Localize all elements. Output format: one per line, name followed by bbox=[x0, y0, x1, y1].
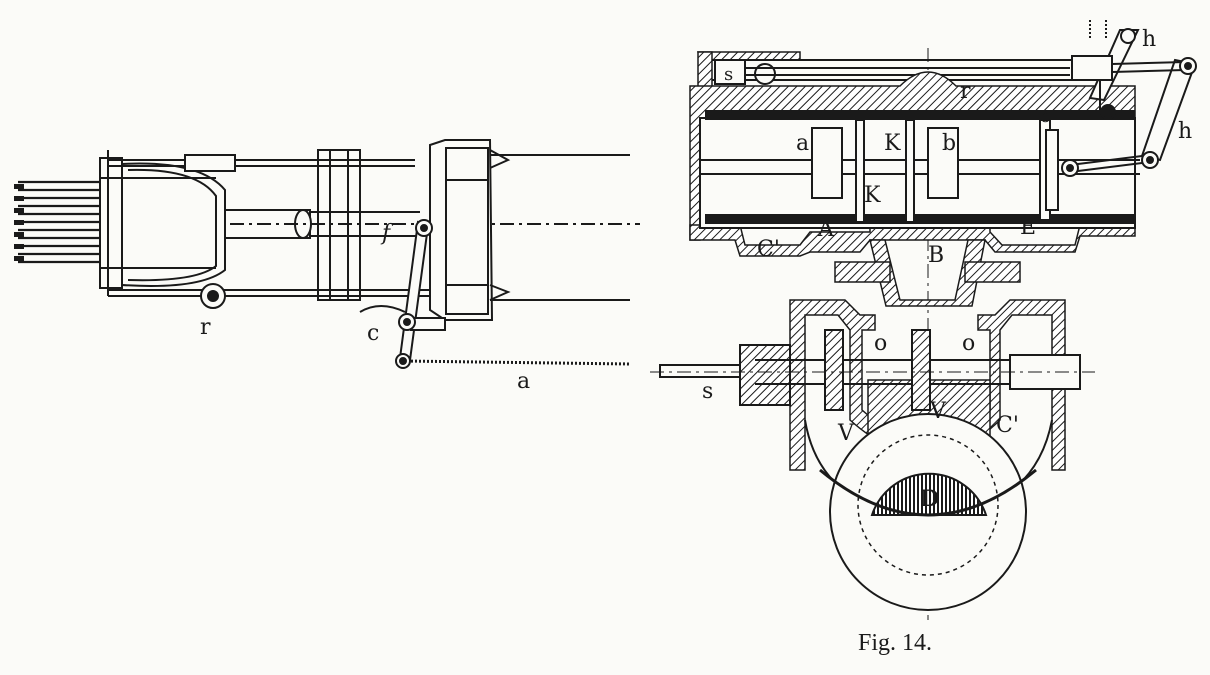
label-o-right: o bbox=[962, 331, 975, 356]
label-o-top: o bbox=[1040, 106, 1051, 127]
label-f: f bbox=[380, 221, 394, 246]
label-B: B bbox=[928, 243, 944, 268]
head-frame bbox=[99, 150, 226, 296]
spindle bbox=[650, 329, 1095, 411]
label-V-left: V bbox=[837, 421, 855, 446]
gear-pins bbox=[1061, 28, 1197, 177]
right-view: s r h h o a K b K C' A B E o o s V V C' … bbox=[650, 20, 1197, 620]
tie-rods bbox=[108, 154, 440, 297]
left-view: r f c a bbox=[14, 139, 640, 394]
neck-B bbox=[834, 239, 1021, 307]
wheel bbox=[819, 413, 1037, 611]
label-r: r bbox=[200, 315, 211, 340]
label-h-top: h bbox=[1142, 27, 1156, 52]
tube-bundle bbox=[18, 180, 108, 264]
figure-caption: Fig. 14. bbox=[858, 630, 932, 656]
pivot-pins bbox=[200, 219, 433, 369]
label-c: c bbox=[367, 321, 379, 346]
label-C-left: C' bbox=[757, 237, 780, 262]
label-b: b bbox=[942, 131, 956, 156]
guide-bars bbox=[317, 149, 361, 301]
label-D: D bbox=[920, 486, 939, 512]
label-C-right: C' bbox=[996, 413, 1019, 438]
label-A: A bbox=[817, 217, 835, 242]
piston-rod bbox=[224, 209, 640, 239]
label-h-right: h bbox=[1178, 119, 1192, 144]
label-K-upper: K bbox=[884, 131, 901, 156]
lever-linkage bbox=[359, 220, 631, 366]
label-K-lower: K bbox=[864, 183, 881, 208]
label-o-left: o bbox=[874, 331, 887, 356]
label-a-right: a bbox=[796, 131, 809, 156]
label-a: a bbox=[517, 369, 530, 394]
cylinder-internals bbox=[700, 119, 1140, 223]
label-E: E bbox=[1020, 215, 1036, 240]
tube-nozzles bbox=[14, 184, 24, 261]
label-V-right: V bbox=[929, 399, 947, 424]
label-s-left: s bbox=[702, 379, 713, 404]
crosshead bbox=[429, 139, 630, 321]
label-s-top: s bbox=[724, 64, 733, 85]
label-r-right: r bbox=[960, 79, 971, 104]
